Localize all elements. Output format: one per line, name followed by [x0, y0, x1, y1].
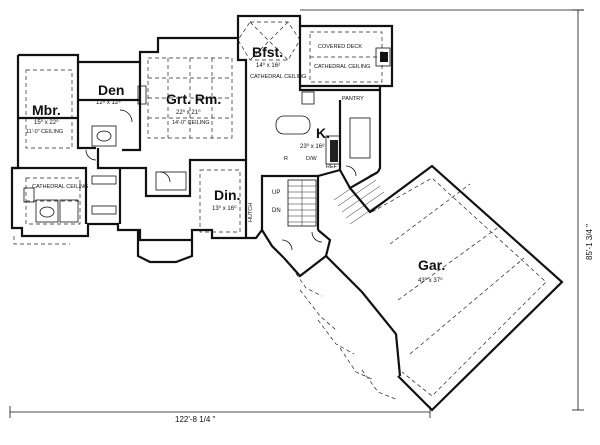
stair-down-label: DN	[272, 208, 281, 214]
garage-name: Gar.	[418, 257, 445, 273]
fixtures	[23, 47, 391, 223]
den-size: 12⁸ x 12⁸	[96, 99, 121, 106]
breakfast-ceiling: CATHEDRAL CEILING	[250, 74, 306, 80]
garage-size: 43⁰ x 37⁰	[418, 277, 443, 284]
dw-label: D/W	[306, 156, 318, 162]
master-bedroom-size: 15⁰ x 22⁰	[34, 119, 59, 126]
ceiling-dashed-lines	[13, 21, 547, 401]
pantry-name: PANTRY	[342, 96, 364, 102]
master-bath-ceiling: CATHEDRAL CEILING	[32, 184, 88, 190]
den-name: Den	[98, 82, 124, 98]
breakfast-size: 14⁰ x 16²	[256, 62, 280, 69]
door-swings	[85, 109, 357, 251]
bay-window	[136, 230, 194, 264]
covered-deck-ceiling: CATHEDRAL CEILING	[314, 64, 370, 70]
stair-up-label: UP	[272, 190, 280, 196]
great-room-name: Grt. Rm.	[166, 91, 221, 107]
great-room-ceiling: 14'-0" CEILING	[172, 120, 210, 126]
dining-size: 13⁰ x 16⁰	[212, 205, 237, 212]
overall-width-label: 122'-8 1/4 "	[175, 415, 216, 424]
dining-name: Din.	[214, 187, 240, 203]
master-bedroom-name: Mbr.	[32, 102, 61, 118]
breakfast-name: Bfst.	[252, 44, 283, 60]
covered-deck-name: COVERED DECK	[318, 44, 362, 50]
master-bedroom-ceiling: 11'-0" CEILING	[26, 129, 63, 135]
breakfast-ceiling-line: CATHEDRAL CEILING	[250, 74, 306, 80]
overall-depth-label: 85'-1 3/4 "	[585, 224, 594, 260]
stairs	[287, 179, 317, 227]
great-room-size: 22⁰ x 21⁰	[176, 109, 201, 116]
interior-walls	[12, 26, 380, 257]
garage-entry-hatch	[333, 173, 389, 225]
ref-label: REF	[326, 164, 338, 170]
overall-dimension-lines	[9, 9, 584, 418]
hutch-label: HUTCH	[248, 203, 254, 222]
kitchen-name: K.	[316, 125, 330, 141]
range-label: R	[284, 156, 288, 162]
kitchen-size: 23⁰ x 16⁸	[300, 143, 325, 150]
